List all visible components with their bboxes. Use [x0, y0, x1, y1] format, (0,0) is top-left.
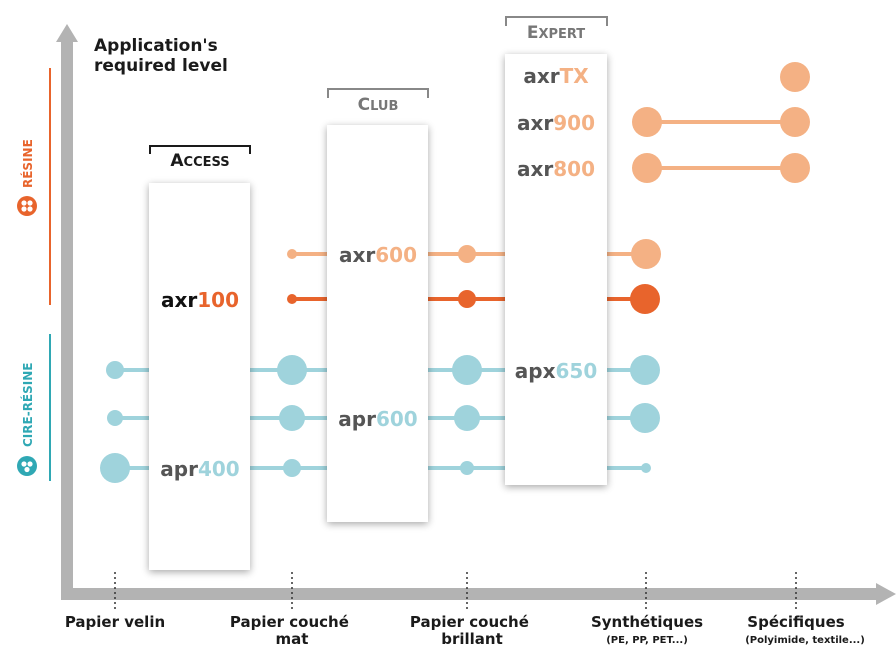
dot-apr600-synthetiques: [630, 403, 660, 433]
dot-axr600-synthetiques: [631, 239, 661, 269]
cire-resine-group-icon: [17, 456, 37, 476]
group-cire-resine: CIRE-RÉSINE: [17, 334, 51, 481]
category-labels: Papier velin Papier couché mat Papier co…: [65, 613, 865, 648]
tier-club-header: CLUB: [327, 88, 429, 115]
category-synthetiques-sub: (PE, PP, PET...): [606, 635, 688, 646]
y-axis-arrow-head: [56, 24, 78, 42]
product-labels: axrTX axr900 axr800 axr600 axr100 apx650…: [160, 64, 597, 481]
group-resine: RÉSINE: [17, 68, 51, 305]
product-axr100-label: axr100: [161, 288, 239, 312]
resine-group-label: RÉSINE: [20, 139, 35, 188]
tier-access-header: ACCESS: [149, 145, 251, 171]
dot-apr400-synthetiques: [641, 463, 651, 473]
tier-expert-label: EXPERT: [527, 23, 585, 43]
resine-group-icon: [17, 196, 37, 216]
dot-apr400-couche-brillant: [460, 461, 474, 475]
tier-club-bracket: [327, 88, 429, 98]
dot-axr600-couche-brillant: [458, 245, 476, 263]
dot-axr800-synthetiques: [632, 153, 662, 183]
dot-apr600-couche-mat: [279, 405, 305, 431]
axes: [56, 24, 896, 605]
tier-expert-box: [505, 54, 607, 485]
category-papier-couche-brillant-label: Papier couché brillant: [410, 613, 534, 648]
x-axis-arrow-head: [876, 583, 896, 605]
y-axis-title: Application's required level: [94, 36, 228, 76]
category-papier-velin-label: Papier velin: [65, 613, 165, 631]
y-axis-title-line-1: Application's: [94, 36, 218, 56]
tier-club-label: CLUB: [358, 95, 399, 115]
dot-axr100-synthetiques: [630, 284, 660, 314]
dot-apx650-couche-mat: [277, 355, 307, 385]
product-apr600-label: apr600: [338, 407, 417, 431]
dot-apr400-velin: [100, 453, 130, 483]
tier-access-box: [149, 183, 250, 570]
dot-axr600-couche-mat: [287, 249, 297, 259]
tier-boxes: [149, 54, 607, 570]
y-axis-title-line-2: required level: [94, 56, 228, 76]
product-apx650-label: apx650: [515, 359, 597, 383]
dot-axr100-couche-mat: [287, 294, 297, 304]
dot-apx650-velin: [106, 361, 124, 379]
category-specifiques-sub: (Polyimide, textile...): [745, 635, 865, 646]
dot-axr100-couche-brillant: [458, 290, 476, 308]
dot-axrtx-specifiques: [780, 62, 810, 92]
product-axr900-label: axr900: [517, 111, 595, 135]
category-tick-lines: [114, 572, 797, 610]
dot-axr900-synthetiques: [632, 107, 662, 137]
suitability-dots: [100, 62, 810, 483]
dot-axr800-specifiques: [780, 153, 810, 183]
product-axrtx-label: axrTX: [523, 64, 589, 88]
category-synthetiques-label: Synthétiques: [591, 613, 703, 631]
tier-expert-header: EXPERT: [505, 16, 608, 43]
dot-apr600-couche-brillant: [454, 405, 480, 431]
cire-resine-group-label: CIRE-RÉSINE: [20, 363, 35, 447]
tier-access-label: ACCESS: [170, 151, 229, 171]
category-specifiques-label: Spécifiques: [747, 613, 844, 631]
tier-access-bracket: [149, 145, 251, 154]
dot-apx650-synthetiques: [630, 355, 660, 385]
product-axr600-label: axr600: [339, 243, 417, 267]
tier-club-box: [327, 125, 428, 522]
dot-axr900-specifiques: [780, 107, 810, 137]
dot-apx650-couche-brillant: [452, 355, 482, 385]
dot-apr400-couche-mat: [283, 459, 301, 477]
tier-expert-bracket: [505, 16, 608, 26]
category-papier-couche-mat-label: Papier couché mat: [230, 613, 354, 648]
product-axr800-label: axr800: [517, 157, 595, 181]
dot-apr600-velin: [107, 410, 123, 426]
product-apr400-label: apr400: [160, 457, 239, 481]
